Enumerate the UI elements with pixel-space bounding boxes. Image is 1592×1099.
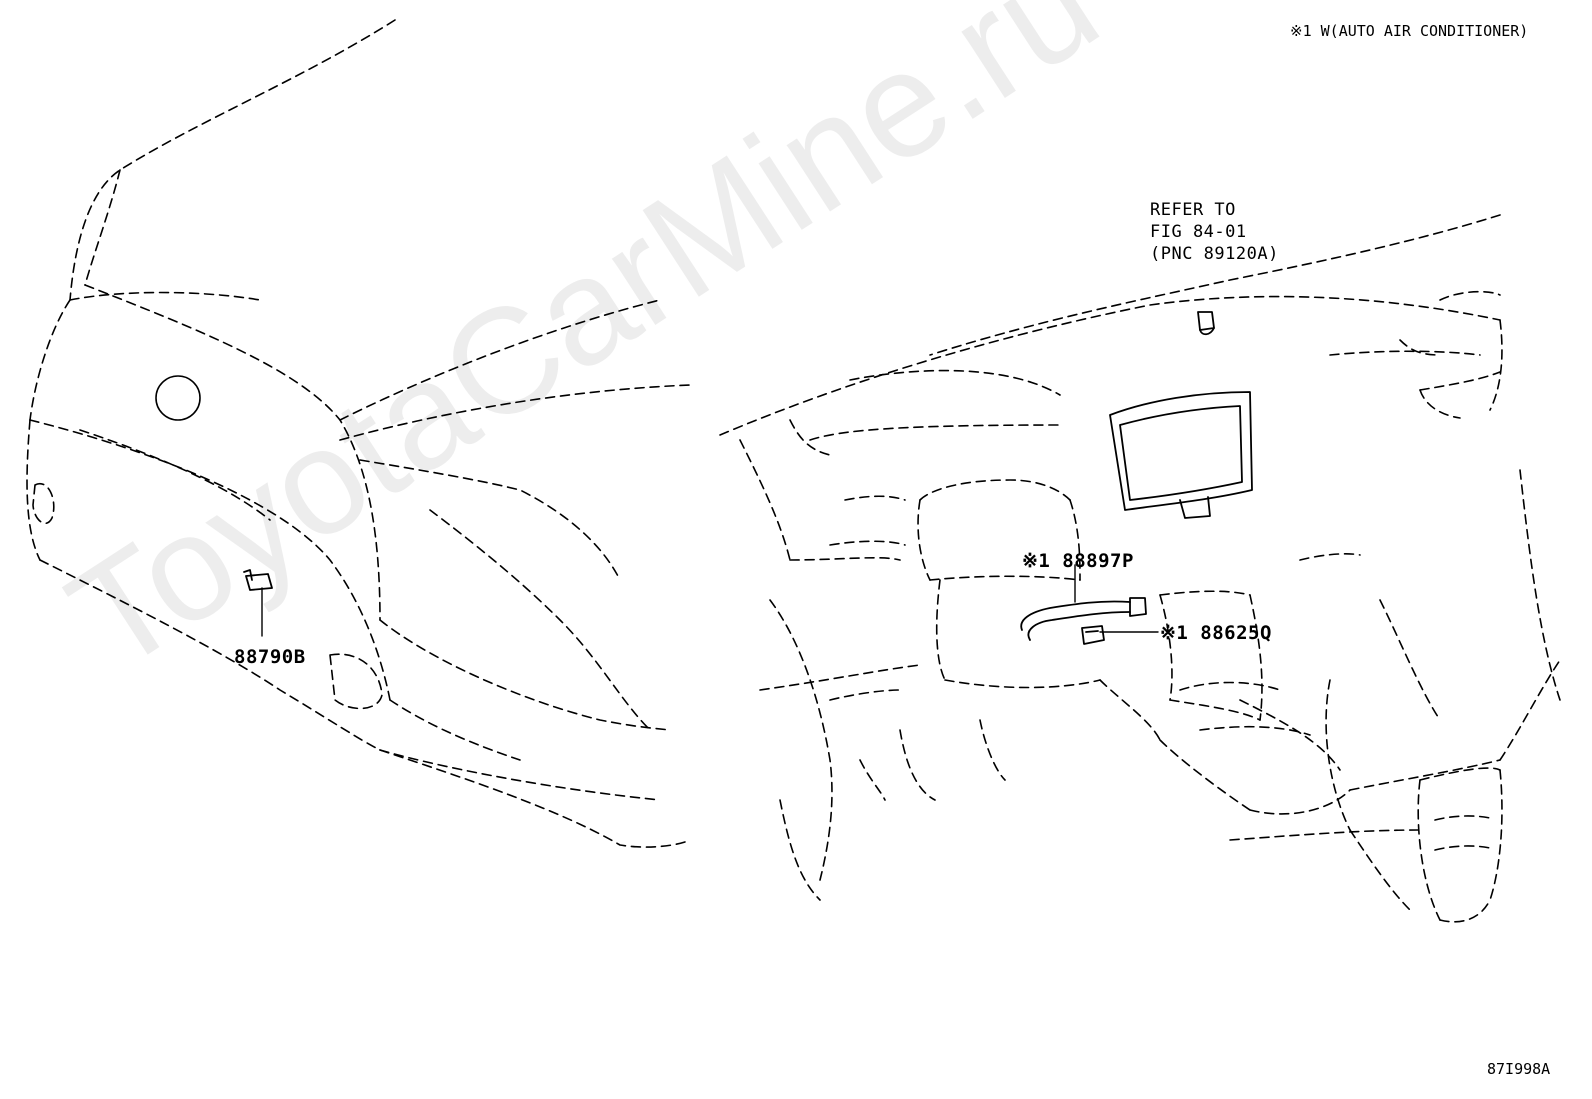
part-label-88897p: ※1 88897P — [1022, 550, 1134, 572]
figure-code: 87I998A — [1487, 1060, 1551, 1078]
reference-line-2: FIG 84-01 — [1150, 222, 1247, 242]
legend-note: ※1 W(AUTO AIR CONDITIONER) — [1290, 22, 1529, 40]
front-bumper-illustration — [26, 19, 691, 848]
instrument-panel-illustration — [719, 214, 1561, 923]
reference-line-1: REFER TO — [1150, 200, 1236, 220]
part-label-88625q: ※1 88625Q — [1160, 622, 1272, 644]
components — [243, 311, 1215, 645]
part-label-88790b: 88790B — [234, 646, 306, 668]
leader-lines — [261, 564, 1159, 637]
reference-line-3: (PNC 89120A) — [1150, 244, 1279, 264]
display-screen — [1109, 391, 1253, 519]
